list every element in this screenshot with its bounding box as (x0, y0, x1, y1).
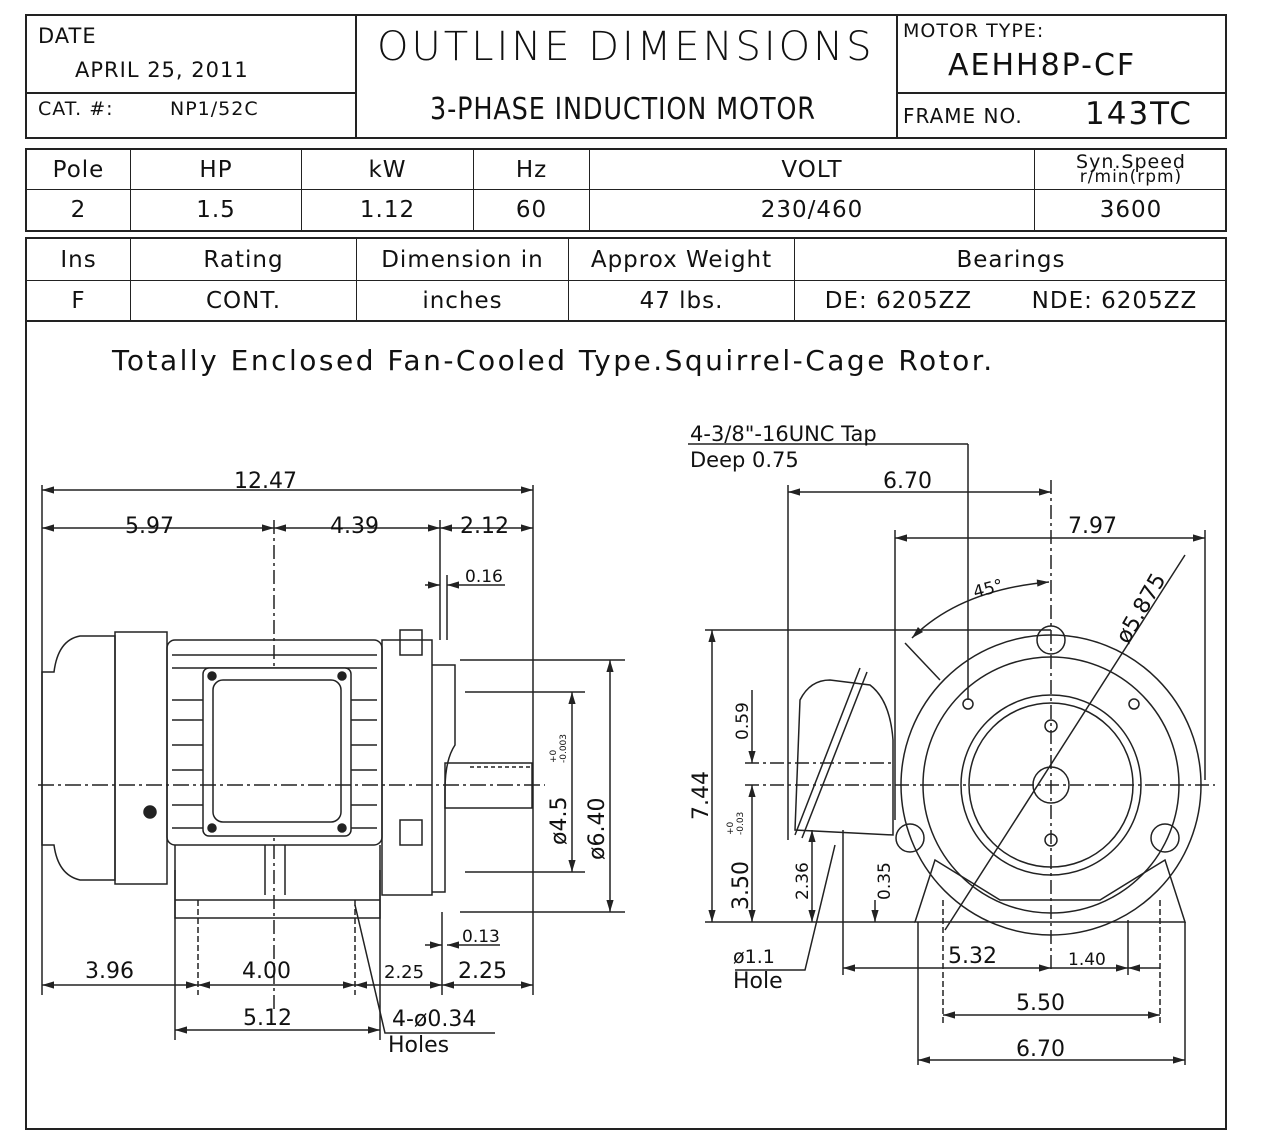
value-rating: CONT. (131, 281, 357, 321)
motor-type-label: MOTOR TYPE: (903, 20, 1045, 42)
divider (896, 14, 898, 139)
header-rating: Rating (131, 239, 357, 281)
value-kw: 1.12 (302, 190, 474, 230)
conduit-label-1: ø1.1 (733, 946, 775, 968)
value-volt: 230/460 (590, 190, 1035, 230)
date-value: APRIL 25, 2011 (75, 58, 249, 82)
value-ins: F (27, 281, 131, 321)
header-dimension: Dimension in (357, 239, 569, 281)
dim-5-32: 5.32 (948, 944, 997, 969)
dim-0-13: 0.13 (462, 927, 500, 947)
tap-label-2: Deep 0.75 (690, 448, 799, 472)
dim-flange-dia: ø6.40 (585, 798, 610, 860)
bearing-nde: NDE: 6205ZZ (1031, 288, 1198, 314)
value-hp: 1.5 (131, 190, 302, 230)
header-syn-speed: Syn.Speed r/min(rpm) (1035, 150, 1227, 190)
dim-shaft-dia: ø4.5 (547, 797, 572, 845)
holes-label-1: 4-ø0.34 (392, 1007, 476, 1032)
dim-3-50: 3.50 (729, 861, 754, 910)
bearing-de: DE: 6205ZZ (824, 288, 973, 314)
value-bearings: DE: 6205ZZ NDE: 6205ZZ (795, 281, 1227, 321)
header-volt: VOLT (590, 150, 1035, 190)
dim-6-70-top: 6.70 (883, 469, 932, 494)
dim-1-40: 1.40 (1068, 950, 1106, 970)
dim-2-36: 2.36 (793, 862, 813, 900)
shaft-tol-plus: +0 (549, 749, 559, 763)
spec-table-1: Pole HP kW Hz VOLT Syn.Speed r/min(rpm) … (25, 148, 1227, 232)
dim-6-70-bottom: 6.70 (1016, 1037, 1065, 1062)
title-block (25, 14, 1227, 139)
dim-4-39: 4.39 (330, 514, 379, 539)
dim-7-97: 7.97 (1068, 514, 1117, 539)
side-view: 12.47 5.97 4.39 2.12 0.16 ø4.5 +0 -0.003… (38, 469, 625, 1058)
tol-3-50-plus: +0 (726, 821, 736, 835)
holes-label-2: Holes (388, 1033, 449, 1058)
dim-3-96: 3.96 (85, 959, 134, 984)
value-weight: 47 lbs. (569, 281, 795, 321)
motor-description: Totally Enclosed Fan-Cooled Type.Squirre… (112, 344, 995, 377)
end-view: 4-3/8"-16UNC Tap Deep 0.75 6.70 7.97 45°… (688, 422, 1215, 1065)
dim-0-16: 0.16 (465, 567, 503, 587)
cat-value: NP1/52C (170, 98, 259, 120)
header-ins: Ins (27, 239, 131, 281)
dim-0-59: 0.59 (733, 702, 753, 740)
dim-7-44: 7.44 (689, 771, 714, 820)
divider (355, 14, 357, 139)
dim-5-97: 5.97 (125, 514, 174, 539)
drawing-subtitle: 3-PHASE INDUCTION MOTOR (430, 92, 816, 127)
tap-label-1: 4-3/8"-16UNC Tap (690, 422, 877, 446)
frame-value: 143TC (1085, 96, 1193, 132)
shaft-tol-minus: -0.003 (559, 734, 569, 763)
drawing-title: OUTLINE DIMENSIONS (377, 24, 875, 70)
syn-speed-unit: r/min(rpm) (1079, 166, 1183, 187)
conduit-box (794, 679, 894, 836)
dim-2-25-a: 2.25 (384, 962, 424, 983)
value-syn-speed: 3600 (1099, 197, 1163, 223)
date-label: DATE (38, 24, 97, 48)
dim-angle: 45° (971, 576, 1005, 603)
value-pole: 2 (27, 190, 131, 230)
value-hz: 60 (474, 190, 590, 230)
dim-overall-length: 12.47 (234, 469, 297, 494)
dim-0-35: 0.35 (875, 862, 895, 900)
header-bearings: Bearings (795, 239, 1227, 281)
tol-3-50-minus: -0.03 (736, 812, 746, 835)
spec-table-2: Ins Rating Dimension in Approx Weight Be… (25, 237, 1227, 322)
dim-5-12: 5.12 (243, 1006, 292, 1031)
dim-2-25-b: 2.25 (458, 959, 507, 984)
conduit-label-2: Hole (733, 969, 783, 994)
dim-5-50: 5.50 (1016, 991, 1065, 1016)
end-bracket (114, 631, 168, 885)
frame-label: FRAME NO. (903, 104, 1023, 128)
header-hp: HP (131, 150, 302, 190)
motor-type-value: AEHH8P-CF (948, 48, 1137, 83)
header-kw: kW (302, 150, 474, 190)
header-pole: Pole (27, 150, 131, 190)
fan-cover (41, 635, 116, 881)
dim-2-12: 2.12 (460, 514, 509, 539)
motor-foot (174, 845, 381, 919)
dim-bolt-circle: ø5.875 (1112, 569, 1172, 648)
dim-4-00: 4.00 (242, 959, 291, 984)
header-weight: Approx Weight (569, 239, 795, 281)
cat-label: CAT. #: (38, 98, 114, 120)
divider (896, 92, 1227, 94)
ground-screw-icon (143, 805, 157, 819)
value-dimension: inches (357, 281, 569, 321)
syn-speed-label: Syn.Speed (1076, 150, 1186, 173)
terminal-box (202, 667, 352, 837)
divider (25, 92, 356, 94)
front-flange (381, 639, 433, 896)
header-hz: Hz (474, 150, 590, 190)
